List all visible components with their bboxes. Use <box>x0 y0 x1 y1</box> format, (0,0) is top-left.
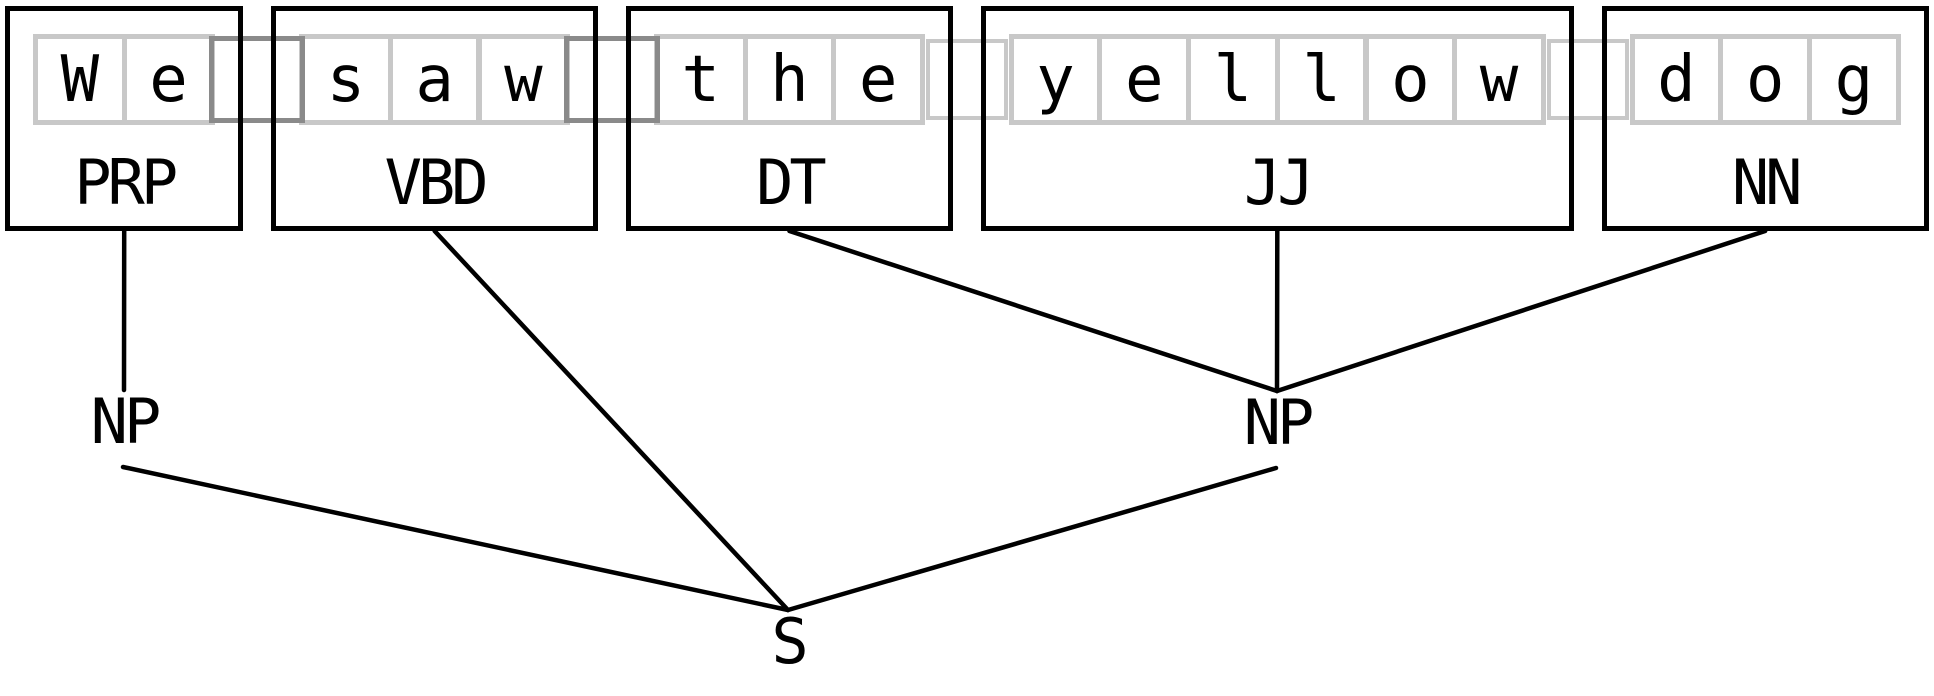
pos-tag-label: JJ <box>1243 146 1315 219</box>
space-cell <box>564 36 660 123</box>
tree-edge-nn-np2 <box>1274 228 1768 394</box>
tree-edge-np1-s <box>120 464 791 613</box>
space-cell <box>209 36 306 123</box>
char-cell: h <box>742 34 837 125</box>
pos-tag-label: NN <box>1731 146 1803 219</box>
char-cell: e <box>831 34 925 125</box>
token-box-nn: NN <box>1601 6 1929 231</box>
char-cell: g <box>1807 34 1901 125</box>
char-cell: W <box>33 34 127 125</box>
tree-edge-vbd-s <box>432 228 791 613</box>
pos-tag-label: PRP <box>74 146 178 219</box>
pos-tag-label: DT <box>756 146 827 219</box>
phrase-node-np1: NP <box>90 385 162 458</box>
tree-edge-dt-np2 <box>787 228 1280 394</box>
token-box-vbd: VBD <box>271 6 599 231</box>
token-box-prp: PRP <box>5 6 244 231</box>
pos-tag-label: VBD <box>384 146 489 219</box>
tree-edge-np2-s <box>785 465 1279 613</box>
phrase-node-s: S <box>771 605 808 678</box>
char-cell: w <box>1452 34 1546 125</box>
token-box-jj: JJ <box>980 6 1574 231</box>
token-box-dt: DT <box>625 6 953 231</box>
space-cell <box>926 39 1008 120</box>
phrase-node-np2: NP <box>1243 386 1315 459</box>
space-cell <box>1546 39 1629 120</box>
